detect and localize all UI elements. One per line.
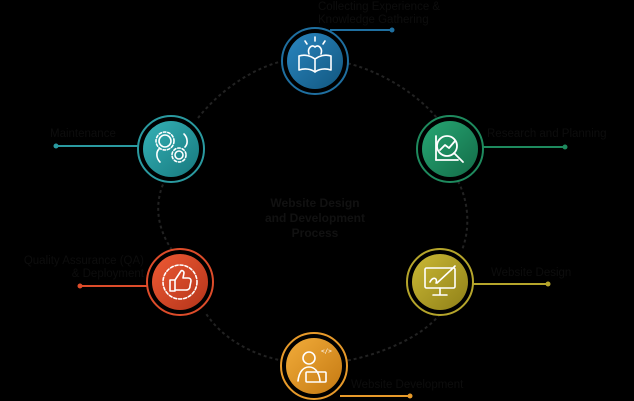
connector-collecting <box>330 27 395 33</box>
label-collecting-line-1: Collecting Experience & <box>318 1 441 13</box>
center-title-line-2: and Development <box>264 211 366 225</box>
connector-maintenance <box>53 143 140 149</box>
analytics-magnifier-icon <box>435 135 464 163</box>
connector-research <box>480 144 568 150</box>
connector-website-development <box>340 393 413 399</box>
developer-at-laptop-icon: </> <box>297 348 332 383</box>
step-maintenance <box>137 115 205 183</box>
label-research-line-1: Research and Planning <box>487 128 607 140</box>
label-maintenance-line-1: Maintenance <box>50 128 116 140</box>
label-website-design: Website Design <box>491 267 571 280</box>
svg-text:</>: </> <box>321 348 332 355</box>
label-qa-line-2: & Deployment <box>71 268 144 280</box>
label-collecting-experience: Collecting Experience & Knowledge Gather… <box>318 1 440 27</box>
label-website-development: Website Development <box>351 379 463 392</box>
step-website-design <box>406 248 474 316</box>
step-qa-deployment <box>146 248 214 316</box>
label-maintenance: Maintenance <box>50 128 116 141</box>
cycle-ring <box>157 59 469 363</box>
label-qa-deployment: Quality Assurance (QA) & Deployment <box>1 255 144 281</box>
connector-website-design <box>472 281 551 287</box>
step-research-planning <box>416 115 484 183</box>
label-research-planning: Research and Planning <box>487 128 607 141</box>
monitor-pen-design-icon <box>424 265 456 296</box>
connector-qa-deployment <box>77 283 150 289</box>
step-website-development: </> <box>280 332 348 400</box>
step-collecting-experience <box>281 27 349 95</box>
center-title-line-1: Website Design <box>270 196 360 210</box>
thumbs-up-badge-icon <box>162 264 198 300</box>
center-title: Website Design and Development Process <box>230 196 400 241</box>
center-title-line-3: Process <box>291 226 339 240</box>
label-design-line-1: Website Design <box>491 267 572 279</box>
gears-maintenance-icon <box>155 131 188 163</box>
label-qa-line-1: Quality Assurance (QA) <box>23 255 144 267</box>
label-collecting-line-2: Knowledge Gathering <box>318 14 429 26</box>
open-book-brain-icon <box>298 36 332 73</box>
label-development-line-1: Website Development <box>351 379 464 391</box>
